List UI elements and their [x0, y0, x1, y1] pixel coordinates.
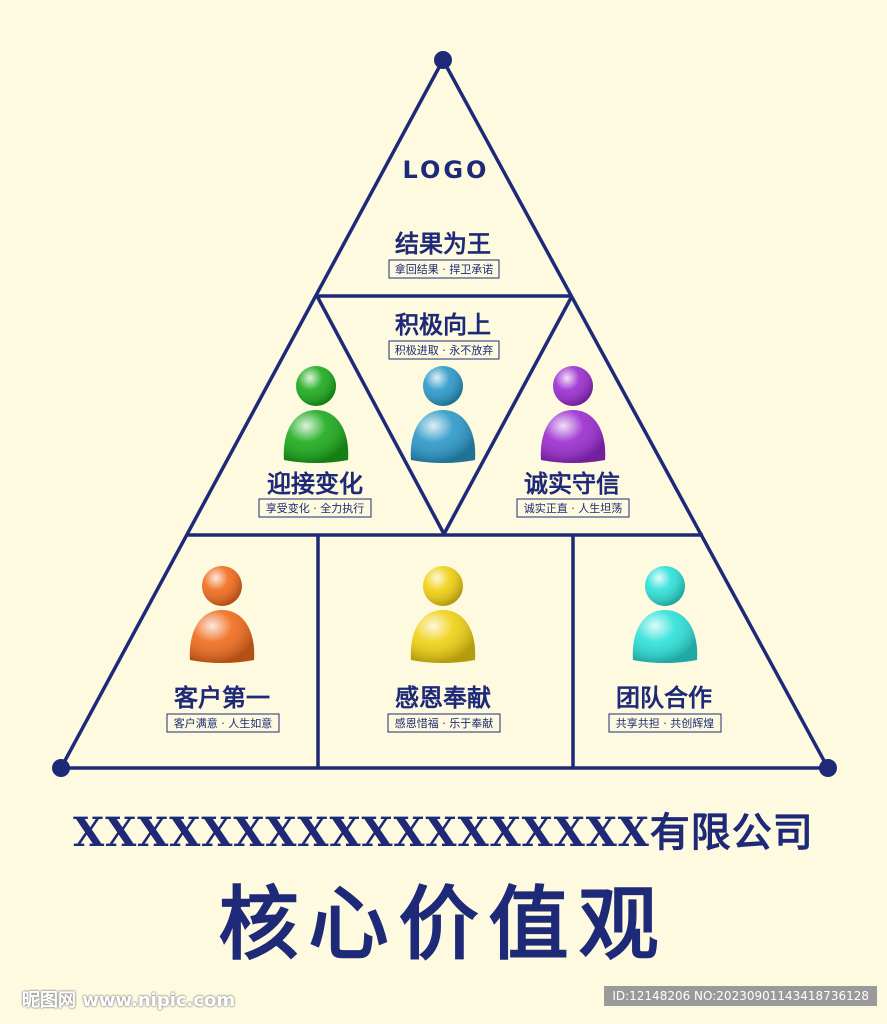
section-right: 诚实守信 诚实正直 · 人生坦荡 — [516, 366, 630, 518]
section-bottom-center-subtitle-box — [387, 713, 501, 733]
top-dot — [434, 51, 452, 69]
section-right-title: 诚实守信 — [524, 470, 620, 498]
section-center-subtitle-box — [388, 340, 500, 360]
person-body-gloss — [410, 610, 476, 663]
logo-text: LOGO — [403, 156, 490, 184]
pyramid-lines — [59, 58, 830, 770]
person-icon-yellow — [410, 566, 476, 663]
section-bottom-left-title: 客户第一 — [174, 684, 270, 712]
section-bottom-center-subtitle: 感恩惜福 · 乐于奉献 — [395, 716, 494, 730]
watermark-right: ID:12148206 NO:20230901143418736128 — [604, 986, 877, 1006]
section-left-subtitle-box — [258, 498, 372, 518]
section-center-title: 积极向上 — [395, 311, 491, 339]
corner-dots — [52, 51, 837, 777]
section-center-subtitle: 积极进取 · 永不放弃 — [395, 343, 494, 357]
person-head-gloss — [202, 566, 242, 606]
person-body-gloss — [632, 610, 698, 663]
section-bottom-left-subtitle-box — [166, 713, 280, 733]
section-bottom-right-title: 团队合作 — [616, 684, 712, 712]
section-center: 积极向上 积极进取 · 永不放弃 — [388, 311, 500, 463]
section-bottom-right-subtitle-box — [608, 713, 722, 733]
company-name: XXXXXXXXXXXXXXXXXX有限公司 — [73, 809, 814, 856]
person-icon-purple — [540, 366, 606, 463]
section-left: 迎接变化 享受变化 · 全力执行 — [258, 366, 372, 518]
section-bottom-left: 客户第一 客户满意 · 人生如意 — [166, 566, 280, 733]
section-top: 结果为王 拿回结果 · 捍卫承诺 — [388, 230, 500, 279]
outer-triangle — [59, 58, 830, 770]
person-head-gloss — [423, 366, 463, 406]
person-head-gloss — [645, 566, 685, 606]
section-bottom-center-title: 感恩奉献 — [395, 684, 491, 712]
section-right-subtitle-box — [516, 498, 630, 518]
inner-right-edge — [442, 295, 574, 535]
person-icon-green — [283, 366, 349, 463]
section-top-subtitle: 拿回结果 · 捍卫承诺 — [395, 262, 494, 276]
section-left-title: 迎接变化 — [267, 470, 363, 498]
section-right-subtitle: 诚实正直 · 人生坦荡 — [524, 501, 623, 515]
person-head-gloss — [296, 366, 336, 406]
right-dot — [819, 759, 837, 777]
person-icon-cyan — [632, 566, 698, 663]
main-title: 核心价值观 — [218, 878, 669, 971]
watermark-left: 昵图网 www.nipic.com — [22, 990, 236, 1011]
person-head-gloss — [553, 366, 593, 406]
person-body-gloss — [410, 410, 476, 463]
person-icon-blue — [410, 366, 476, 463]
section-top-title: 结果为王 — [395, 230, 491, 258]
section-bottom-right: 团队合作 共享共担 · 共创辉煌 — [608, 566, 722, 733]
person-head-gloss — [423, 566, 463, 606]
person-body-gloss — [189, 610, 255, 663]
section-top-subtitle-box — [388, 259, 500, 279]
section-bottom-right-subtitle: 共享共担 · 共创辉煌 — [616, 716, 715, 730]
left-dot — [52, 759, 70, 777]
inner-left-edge — [315, 295, 446, 535]
person-body-gloss — [283, 410, 349, 463]
section-bottom-center: 感恩奉献 感恩惜福 · 乐于奉献 — [387, 566, 501, 733]
section-bottom-left-subtitle: 客户满意 · 人生如意 — [174, 716, 273, 730]
person-body-gloss — [540, 410, 606, 463]
section-left-subtitle: 享受变化 · 全力执行 — [266, 501, 365, 515]
person-icon-orange — [189, 566, 255, 663]
